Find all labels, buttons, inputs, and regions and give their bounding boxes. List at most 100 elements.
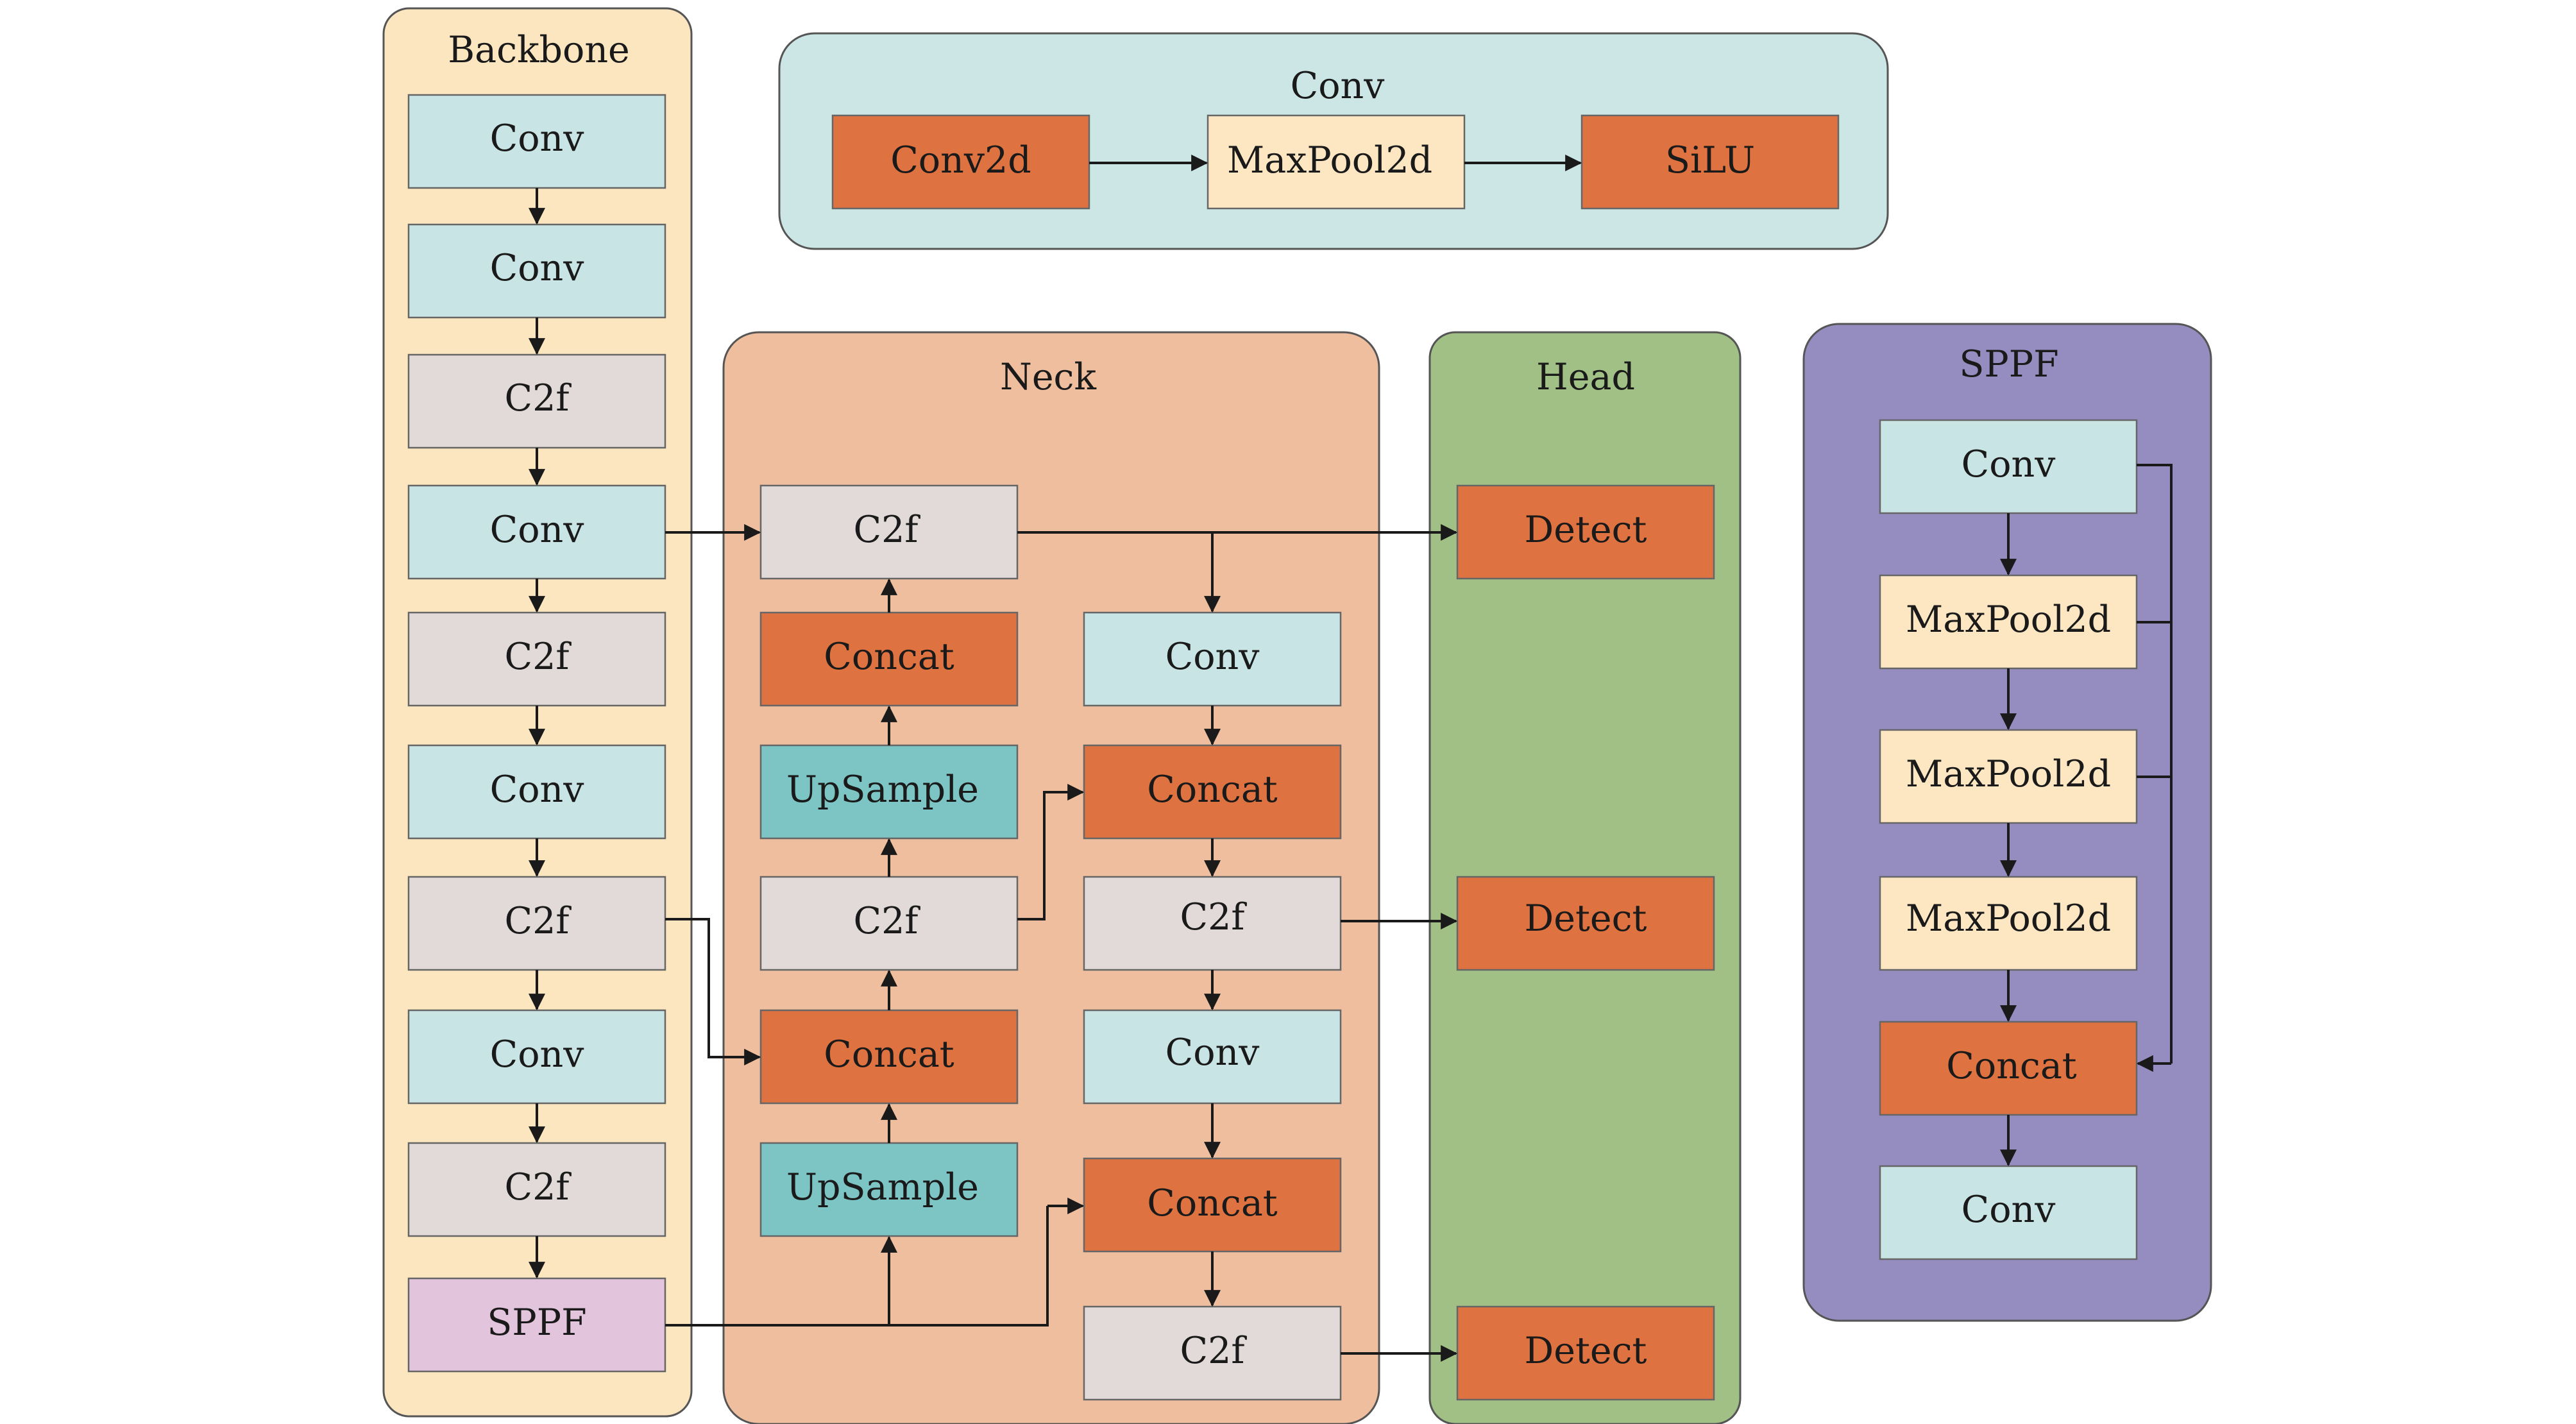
neck-block-box	[759, 876, 1019, 971]
conv-module-block: SiLU	[1580, 114, 1840, 210]
neck-block-label: Concat	[1147, 1182, 1278, 1225]
sppf-title: SPPF	[1959, 343, 2058, 386]
conv-module-block-label: SiLU	[1665, 139, 1755, 182]
backbone-block-label: Conv	[490, 247, 585, 289]
connectors	[529, 155, 2173, 1362]
backbone-block-box	[407, 353, 666, 449]
neck-block: UpSample	[759, 744, 1019, 840]
sppf-block-box	[1879, 729, 2138, 824]
backbone-block: Conv	[407, 484, 666, 580]
sppf-column: Conv MaxPool2d MaxPool2d MaxPool2d Conca…	[1879, 419, 2138, 1260]
sppf-block: MaxPool2d	[1879, 876, 2138, 971]
neck-block: Concat	[759, 1009, 1019, 1105]
neck-block: C2f	[1083, 1305, 1342, 1401]
neck-block-label: C2f	[1180, 1330, 1248, 1372]
conv-module-block-box	[831, 114, 1090, 210]
detect-block-box	[1456, 1305, 1715, 1401]
neck-block: Conv	[1083, 611, 1342, 707]
neck-block-label: Conv	[1165, 1031, 1260, 1074]
backbone-block-label: C2f	[505, 377, 572, 420]
backbone-block-box	[407, 1009, 666, 1105]
line-connector	[2137, 464, 2173, 1064]
backbone-column: Conv Conv C2f Conv C2f Conv C2f Conv	[407, 94, 666, 1373]
sppf-block-label: Conv	[1962, 1189, 2056, 1231]
sppf-block-box	[1879, 1165, 2138, 1260]
detect-block: Detect	[1456, 1305, 1715, 1401]
backbone-block: C2f	[407, 1142, 666, 1237]
backbone-block-box	[407, 876, 666, 971]
head-column: Detect Detect Detect	[1456, 484, 1715, 1401]
neck-block: C2f	[759, 876, 1019, 971]
backbone-block-label: C2f	[505, 900, 572, 942]
neck-block: Conv	[1083, 1009, 1342, 1105]
neck-right-column: Conv Concat C2f Conv Concat C2f	[1083, 611, 1342, 1401]
neck-block-label: C2f	[1180, 896, 1248, 938]
sppf-block-box	[1879, 419, 2138, 514]
backbone-block-label: Conv	[490, 117, 585, 160]
line-connector	[665, 1206, 1049, 1327]
detect-block: Detect	[1456, 876, 1715, 971]
neck-block-label: Concat	[824, 1033, 954, 1076]
neck-block-box	[759, 744, 1019, 840]
backbone-block: C2f	[407, 876, 666, 971]
neck-block-box	[1083, 1305, 1342, 1401]
backbone-block: Conv	[407, 744, 666, 840]
neck-block-label: C2f	[854, 509, 921, 551]
sppf-block: Conv	[1879, 419, 2138, 514]
neck-block: C2f	[1083, 876, 1342, 971]
backbone-block-label: SPPF	[487, 1301, 586, 1344]
neck-left-column: C2f Concat UpSample C2f Concat UpSample	[759, 484, 1019, 1237]
sppf-block-box	[1879, 876, 2138, 971]
conv-module-block: MaxPool2d	[1207, 114, 1466, 210]
detect-block-label: Detect	[1525, 897, 1647, 940]
sppf-block-box	[1879, 574, 2138, 670]
neck-block-box	[1083, 611, 1342, 707]
sppf-block-label: Conv	[1962, 443, 2056, 486]
neck-block-box	[1083, 876, 1342, 971]
neck-block: Concat	[1083, 744, 1342, 840]
neck-block-box	[759, 1009, 1019, 1105]
sppf-block: MaxPool2d	[1879, 574, 2138, 670]
conv-module-block-label: Conv2d	[890, 139, 1031, 182]
neck-block-label: Concat	[824, 636, 954, 678]
detect-block-box	[1456, 484, 1715, 580]
conv-module-block-label: MaxPool2d	[1227, 139, 1432, 182]
neck-block-label: UpSample	[786, 1166, 979, 1208]
conv-module-block-box	[1207, 114, 1466, 210]
neck-block-box	[1083, 1157, 1342, 1253]
neck-block-label: Conv	[1165, 636, 1260, 678]
detect-block-label: Detect	[1525, 509, 1647, 551]
backbone-block-label: C2f	[505, 1166, 572, 1208]
backbone-block-label: Conv	[490, 1033, 585, 1076]
backbone-block: SPPF	[407, 1277, 666, 1373]
neck-block: Concat	[759, 611, 1019, 707]
arrow-connector	[1017, 784, 1085, 920]
neck-block: UpSample	[759, 1142, 1019, 1237]
backbone-block: C2f	[407, 611, 666, 707]
conv-module-block-box	[1580, 114, 1840, 210]
sppf-block-label: Concat	[1946, 1045, 2077, 1087]
detect-block: Detect	[1456, 484, 1715, 580]
conv-module-block: Conv2d	[831, 114, 1090, 210]
backbone-block-label: C2f	[505, 636, 572, 678]
backbone-title: Backbone	[448, 29, 630, 71]
conv-module-row: Conv2d MaxPool2d SiLU	[831, 114, 1840, 210]
sppf-block: Concat	[1879, 1021, 2138, 1116]
neck-block-label: C2f	[854, 900, 921, 942]
head-title: Head	[1536, 356, 1635, 398]
backbone-block: Conv	[407, 223, 666, 319]
neck-block-box	[759, 611, 1019, 707]
sppf-block: Conv	[1879, 1165, 2138, 1260]
detect-block-label: Detect	[1525, 1330, 1647, 1372]
backbone-block: Conv	[407, 1009, 666, 1105]
neck-title: Neck	[1000, 356, 1097, 398]
sppf-block-label: MaxPool2d	[1906, 753, 2111, 795]
arrow-connector	[665, 918, 761, 1065]
sppf-block-label: MaxPool2d	[1906, 897, 2111, 940]
sppf-block-label: MaxPool2d	[1906, 598, 2111, 641]
neck-block: Concat	[1083, 1157, 1342, 1253]
neck-block-label: Concat	[1147, 768, 1278, 811]
neck-block-label: UpSample	[786, 768, 979, 811]
backbone-block-label: Conv	[490, 509, 585, 551]
